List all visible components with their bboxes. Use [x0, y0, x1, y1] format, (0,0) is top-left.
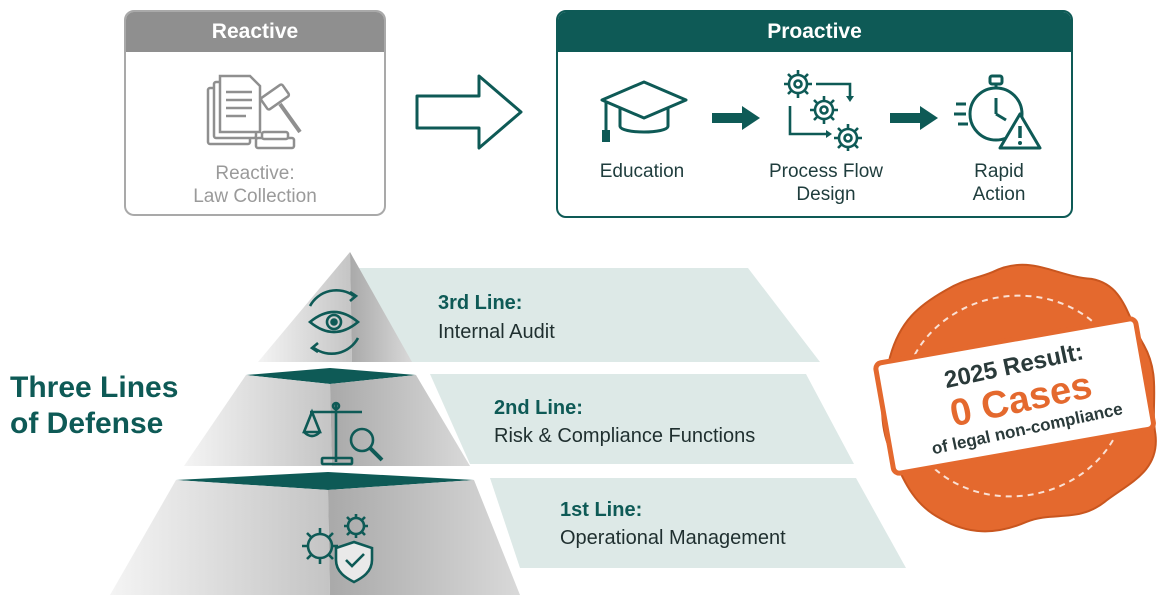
step-education-label: Education [599, 161, 685, 182]
band-1st-line [490, 478, 906, 568]
gears-shield-icon [302, 514, 374, 584]
reactive-label-line2: Law Collection [193, 186, 317, 207]
reactive-header: Reactive [126, 12, 384, 52]
proactive-box: Proactive [556, 10, 1073, 218]
line-1-title: 1st Line: [560, 499, 643, 521]
step-rapid-action-line2: Action [972, 184, 1026, 205]
scale-magnifier-icon [302, 401, 384, 466]
proactive-header: Proactive [558, 12, 1071, 52]
band-2nd-line [430, 374, 854, 464]
tier-3 [258, 252, 412, 362]
tier-divider-bottom [176, 472, 474, 490]
step-rapid-action: Rapid Action [944, 160, 1054, 206]
tier-1 [110, 480, 520, 595]
arrow-right-icon [712, 106, 760, 130]
step-process-flow-line2: Design [796, 184, 856, 205]
reactive-box: Reactive Reactive: Law Collection [124, 10, 386, 216]
line-3-desc: Internal Audit [438, 321, 555, 343]
gears-flow-icon [784, 70, 862, 151]
three-lines-title-line2: of Defense [10, 407, 164, 440]
documents-gavel-icon [206, 74, 302, 150]
stopwatch-alert-icon [954, 74, 1042, 150]
line-2-title: 2nd Line: [494, 397, 583, 419]
reactive-label: Reactive: Law Collection [126, 162, 384, 208]
three-lines-title-line1: Three Lines [10, 371, 179, 404]
arrow-right-icon [890, 106, 938, 130]
band-3rd-line [350, 268, 820, 362]
graduation-cap-icon [600, 80, 688, 142]
step-process-flow: Process Flow Design [736, 160, 916, 206]
line-3-title: 3rd Line: [438, 292, 523, 314]
step-rapid-action-line1: Rapid [974, 161, 1024, 182]
step-education: Education [572, 160, 712, 183]
tier-divider-top [246, 368, 416, 384]
line-2-desc: Risk & Compliance Functions [494, 425, 756, 447]
transition-arrow-icon [415, 74, 523, 150]
tier-2 [184, 375, 470, 466]
eye-cycle-icon [307, 289, 361, 355]
line-1-desc: Operational Management [560, 527, 786, 549]
three-lines-title: Three Lines of Defense [10, 370, 178, 442]
result-seal-badge [873, 263, 1157, 533]
step-process-flow-line1: Process Flow [768, 161, 884, 182]
reactive-label-line1: Reactive: [215, 163, 295, 184]
